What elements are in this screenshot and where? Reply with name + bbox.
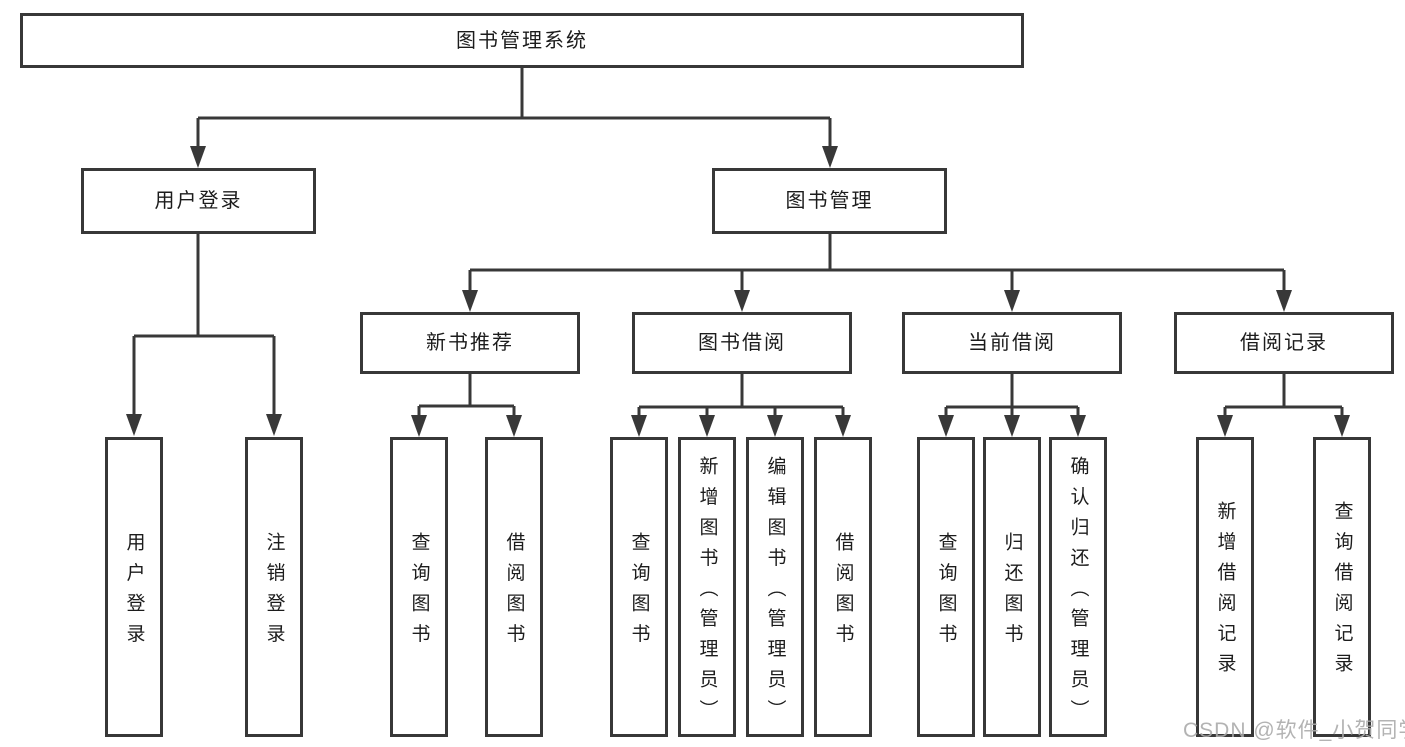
leaf-logout: 注销登录 [245, 437, 303, 737]
leaf-add-borrow-record: 新增借阅记录 [1196, 437, 1254, 737]
node-book-management: 图书管理 [712, 168, 947, 234]
leaf-borrow-books: 借阅图书 [814, 437, 872, 737]
leaf-query-borrow-record: 查询借阅记录 [1313, 437, 1371, 737]
leaf-query-books-recommend-label: 查询图书 [408, 531, 430, 654]
node-book-borrowing: 图书借阅 [632, 312, 852, 374]
leaf-query-books-borrowing-label: 查询图书 [628, 531, 650, 654]
leaf-edit-book-admin: 编辑图书（管理员） [746, 437, 804, 737]
node-library-management-system: 图书管理系统 [20, 13, 1024, 68]
leaf-query-books-recommend: 查询图书 [390, 437, 448, 737]
leaf-query-books-current: 查询图书 [917, 437, 975, 737]
leaf-confirm-return-admin-label: 确认归还（管理员） [1067, 455, 1089, 730]
node-user-login: 用户登录 [81, 168, 316, 234]
leaf-return-books: 归还图书 [983, 437, 1041, 737]
leaf-return-books-label: 归还图书 [1001, 531, 1023, 654]
leaf-query-books-current-label: 查询图书 [935, 531, 957, 654]
leaf-edit-book-admin-label: 编辑图书（管理员） [764, 455, 786, 730]
leaf-add-borrow-record-label: 新增借阅记录 [1214, 501, 1236, 684]
leaf-borrow-books-label: 借阅图书 [832, 531, 854, 654]
leaf-logout-label: 注销登录 [263, 531, 285, 654]
leaf-query-books-borrowing: 查询图书 [610, 437, 668, 737]
leaf-add-book-admin: 新增图书（管理员） [678, 437, 736, 737]
leaf-add-book-admin-label: 新增图书（管理员） [696, 455, 718, 730]
csdn-watermark: CSDN @软件_小贺同学 [1183, 719, 1405, 742]
node-new-book-recommend: 新书推荐 [360, 312, 580, 374]
leaf-query-borrow-record-label: 查询借阅记录 [1331, 501, 1353, 684]
leaf-confirm-return-admin: 确认归还（管理员） [1049, 437, 1107, 737]
leaf-borrow-books-recommend: 借阅图书 [485, 437, 543, 737]
node-borrow-records: 借阅记录 [1174, 312, 1394, 374]
leaf-user-login: 用户登录 [105, 437, 163, 737]
leaf-borrow-books-recommend-label: 借阅图书 [503, 531, 525, 654]
node-current-borrowing: 当前借阅 [902, 312, 1122, 374]
leaf-user-login-label: 用户登录 [123, 531, 145, 654]
